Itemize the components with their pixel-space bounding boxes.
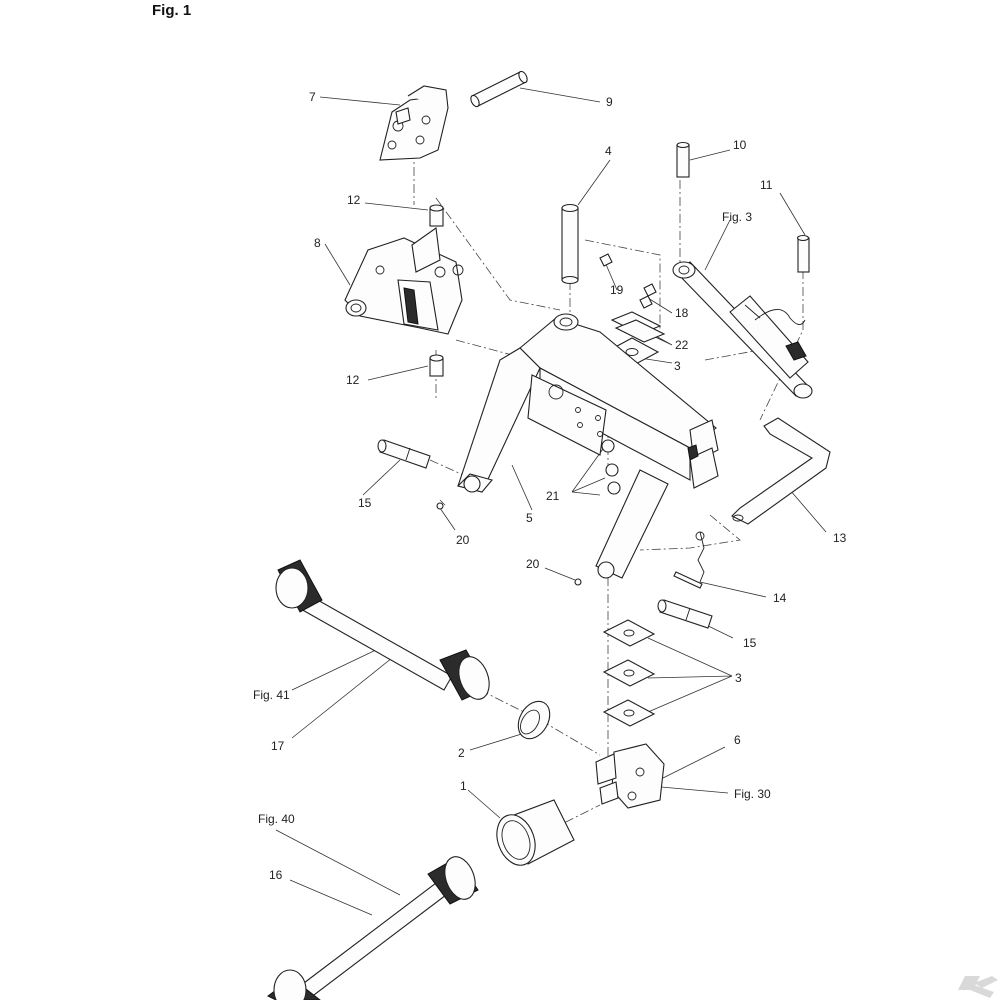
part-9-pin (470, 70, 528, 108)
part-20-bolt-right (574, 578, 582, 586)
assembly-centerlines (413, 150, 804, 831)
part-22-shims (610, 311, 666, 343)
callout-22: 22 (675, 338, 689, 352)
callout-3-upper: 3 (674, 359, 681, 373)
callout-8: 8 (314, 236, 321, 250)
callout-6: 6 (734, 733, 741, 747)
callout-15-upper: 15 (358, 496, 372, 510)
leader-lines (275, 87, 827, 916)
part-13-handle (731, 417, 831, 525)
callout-3-lower: 3 (735, 671, 742, 685)
callout-fig40: Fig. 40 (258, 812, 295, 826)
part-3-plates-lower (602, 619, 656, 727)
part-12-bushing-lower (429, 354, 444, 377)
callout-9: 9 (606, 95, 613, 109)
callout-18: 18 (675, 306, 689, 320)
part-7-top-bracket (379, 85, 449, 161)
callout-5: 5 (526, 511, 533, 525)
callout-19: 19 (610, 283, 624, 297)
part-17-pto-shaft-upper (275, 559, 490, 701)
callout-12-lower: 12 (346, 373, 360, 387)
callout-13: 13 (833, 531, 847, 545)
callout-16: 16 (269, 868, 283, 882)
part-1-guard (496, 799, 575, 866)
fig3-hydraulic-cylinder (672, 261, 813, 399)
figure-title: Fig. 1 (152, 2, 192, 19)
callout-fig41: Fig. 41 (253, 688, 290, 702)
part-14-linch-pin (673, 531, 705, 589)
part-16-pto-shaft-lower (267, 856, 479, 1000)
part-10-pin (676, 141, 690, 178)
callout-14: 14 (773, 591, 787, 605)
callout-1: 1 (460, 779, 467, 793)
callout-20-left: 20 (456, 533, 470, 547)
callout-7: 7 (309, 90, 316, 104)
part-6-gearbox (595, 743, 665, 809)
callout-2: 2 (458, 746, 465, 760)
callout-11: 11 (760, 178, 773, 192)
callout-4: 4 (605, 144, 612, 158)
callout-labels: 7 9 4 10 11 12 8 Fig. 3 19 18 22 3 12 15… (253, 90, 847, 882)
part-5-main-frame (456, 313, 719, 579)
part-11-pin (796, 234, 810, 273)
callout-10: 10 (733, 138, 747, 152)
callout-fig30: Fig. 30 (734, 787, 771, 801)
callout-fig3: Fig. 3 (722, 210, 752, 224)
callout-21: 21 (546, 489, 560, 503)
part-19-clip (599, 253, 613, 267)
kramp-k-logo (958, 976, 998, 998)
callout-17: 17 (271, 739, 285, 753)
part-15-pin-lower (657, 599, 713, 629)
part-8-swivel-bracket (344, 227, 464, 335)
part-2-ring (517, 700, 551, 740)
part-18-clips (639, 283, 657, 309)
part-4-pin (561, 203, 579, 285)
part-21-grease-nipples (601, 439, 621, 495)
part-20-bolt-left (436, 502, 444, 510)
part-12-bushing-upper (429, 204, 444, 227)
callout-15-lower: 15 (743, 636, 757, 650)
part-15-pin-upper (377, 439, 431, 469)
callout-12-upper: 12 (347, 193, 361, 207)
callout-20-right: 20 (526, 557, 540, 571)
